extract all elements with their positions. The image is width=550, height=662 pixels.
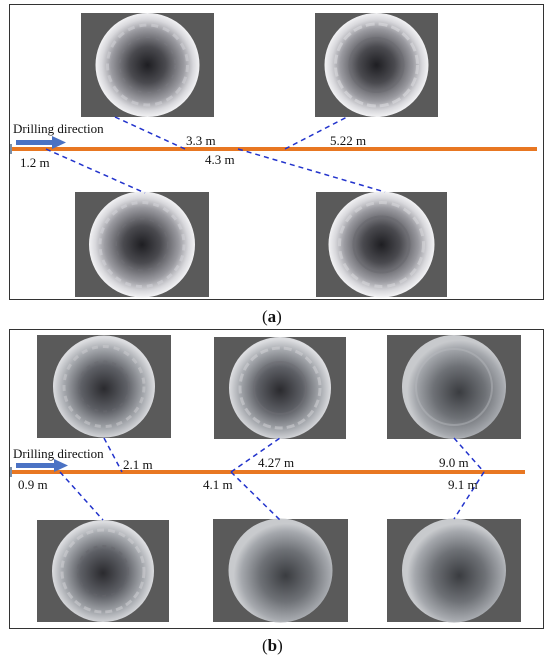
borehole-photo-a1 bbox=[81, 13, 214, 117]
depth-label-b3: 4.1 m bbox=[203, 477, 233, 492]
borehole-photo-b1 bbox=[37, 335, 171, 438]
depth-label-b2: 2.1 m bbox=[123, 457, 153, 472]
borehole-photo-b6 bbox=[387, 518, 521, 623]
borehole-photo-b2 bbox=[214, 337, 346, 439]
borehole-photo-a4 bbox=[316, 191, 447, 298]
borehole-photo-a2 bbox=[315, 13, 438, 117]
borehole-photo-b5 bbox=[213, 518, 348, 623]
depth-label-a2: 3.3 m bbox=[186, 133, 216, 148]
borehole-photo-a3 bbox=[75, 191, 209, 298]
depth-label-b5: 9.0 m bbox=[439, 455, 469, 470]
depth-label-a1: 1.2 m bbox=[20, 155, 50, 170]
direction-label-a: Drilling direction bbox=[13, 121, 104, 136]
depth-label-b1: 0.9 m bbox=[18, 477, 48, 492]
depth-label-a3: 4.3 m bbox=[205, 152, 235, 167]
panel-label-b: (b) bbox=[262, 636, 283, 655]
leader-lines-a bbox=[45, 116, 386, 194]
borehole-photo-b4 bbox=[37, 520, 169, 622]
direction-arrow-a bbox=[16, 136, 66, 149]
panel-label-a: (a) bbox=[262, 307, 282, 326]
direction-arrow-b bbox=[16, 459, 68, 472]
leader-lines-b bbox=[59, 437, 485, 521]
depth-label-a4: 5.22 m bbox=[330, 133, 366, 148]
depth-label-b4: 4.27 m bbox=[258, 455, 294, 470]
direction-label-b: Drilling direction bbox=[13, 446, 104, 461]
depth-label-b6: 9.1 m bbox=[448, 477, 478, 492]
borehole-photo-b3 bbox=[387, 335, 521, 439]
